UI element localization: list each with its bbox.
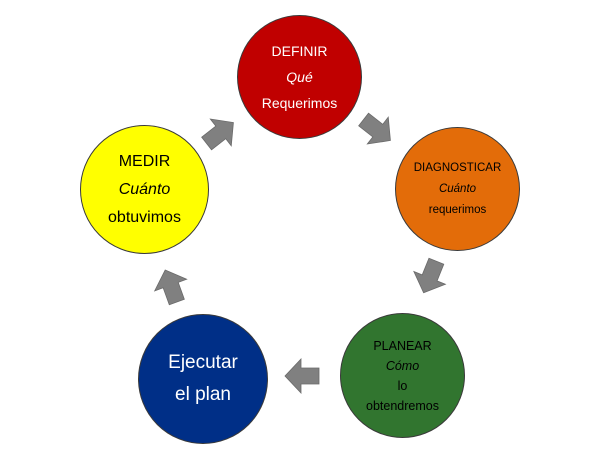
- step-definir-question: Qué: [286, 69, 313, 85]
- step-planear-detail-1: lo: [397, 378, 408, 393]
- step-planear-detail-2: obtendremos: [366, 398, 439, 413]
- arrow-medir-to-definir-icon: [195, 108, 245, 158]
- arrow-diagnosticar-to-planear-icon: [407, 254, 453, 300]
- arrow-planear-to-ejecutar-icon: [284, 358, 320, 394]
- step-diagnosticar-title: DIAGNOSTICAR: [413, 161, 502, 174]
- step-planear-question: Cómo: [385, 358, 420, 373]
- step-definir-detail: Requerimos: [261, 95, 338, 111]
- arrow-definir-to-diagnosticar-icon: [352, 105, 402, 155]
- step-ejecutar-circle: Ejecutar el plan: [138, 314, 268, 444]
- step-medir-detail: obtuvimos: [108, 208, 181, 226]
- step-medir-title: MEDIR: [118, 152, 171, 170]
- step-diagnosticar-detail: requerimos: [428, 203, 487, 216]
- step-diagnosticar-question: Cuánto: [438, 182, 477, 195]
- step-planear-circle: PLANEAR Cómo lo obtendremos: [340, 313, 465, 438]
- step-definir-title: DEFINIR: [271, 43, 328, 59]
- arrow-ejecutar-to-medir-icon: [148, 263, 194, 309]
- step-medir-circle: MEDIR Cuánto obtuvimos: [80, 125, 209, 254]
- step-diagnosticar-circle: DIAGNOSTICAR Cuánto requerimos: [395, 127, 520, 251]
- step-medir-question: Cuánto: [118, 180, 171, 198]
- step-planear-title: PLANEAR: [373, 338, 432, 353]
- step-ejecutar-detail: el plan: [175, 384, 231, 405]
- step-ejecutar-title: Ejecutar: [168, 352, 238, 373]
- step-definir-circle: DEFINIR Qué Requerimos: [237, 15, 362, 139]
